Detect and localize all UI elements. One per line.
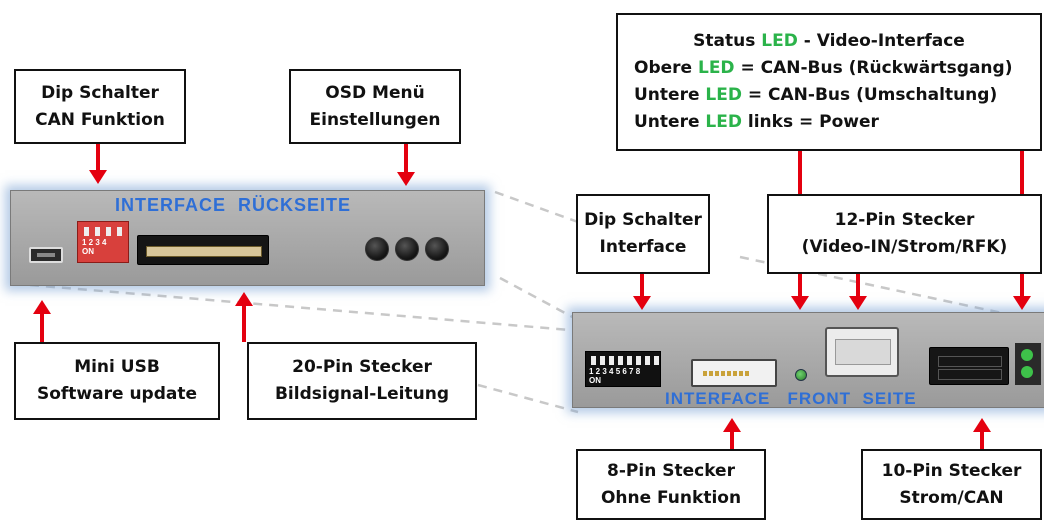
back-dip-switch-label: 1 2 3 4 ON: [82, 238, 107, 256]
connector-line-bottom-left: [29, 283, 571, 332]
mini-usb-callout: Mini USB Software update: [14, 342, 220, 420]
front-dip-switch: 1 2 3 4 5 6 7 8 ON: [585, 351, 661, 387]
arrow-status-led-edge: [1013, 274, 1031, 310]
front-edge-led-upper: [1021, 349, 1033, 361]
dip-can-callout: Dip Schalter CAN Funktion: [14, 69, 186, 144]
dip-interface-line-2: Interface: [599, 237, 687, 257]
status-led-line-1-post: - Video-Interface: [797, 31, 965, 51]
status-led-callout: Status LED - Video-Interface Obere LED =…: [616, 13, 1042, 151]
status-led-line-1-led: LED: [761, 31, 798, 51]
status-led-line-1-pre: Status: [693, 31, 762, 51]
status-led-line-4-post: links = Power: [741, 112, 879, 132]
mini-usb-line-1: Mini USB: [74, 357, 160, 377]
connector-line-mid: [499, 276, 579, 322]
front-edge-led-block: [1015, 343, 1041, 385]
pin8-line-2: Ohne Funktion: [600, 487, 742, 508]
arrow-mini-usb: [33, 300, 51, 342]
status-led-line-3: Untere LED = CAN-Bus (Umschaltung): [634, 82, 997, 109]
dip-interface-line-1: Dip Schalter: [584, 210, 702, 230]
connector-line-top-left: [494, 190, 579, 224]
pin8-line-1: 8-Pin Stecker: [607, 460, 735, 481]
pin20-line-2: Bildsignal-Leitung: [274, 384, 450, 404]
pin10-line-1: 10-Pin Stecker: [881, 460, 1022, 481]
pin12-line-2: (Video-IN/Strom/RFK): [801, 237, 1008, 257]
status-led-line-4: Untere LED links = Power: [634, 109, 879, 136]
interface-back-panel: INTERFACE RÜCKSEITE 1 2 3 4 ON: [10, 190, 485, 286]
pin10-callout: 10-Pin Stecker Strom/CAN: [861, 449, 1042, 520]
status-led-line-1: Status LED - Video-Interface: [634, 28, 1040, 55]
dip-can-line-1: Dip Schalter: [41, 82, 159, 103]
status-led-line-2-led: LED: [697, 58, 735, 78]
arrow-pin20: [235, 292, 253, 342]
back-dip-switch: 1 2 3 4 ON: [77, 221, 129, 263]
status-led-line-2: Obere LED = CAN-Bus (Rückwärtsgang): [634, 55, 1012, 82]
status-led-line-3-led: LED: [705, 85, 742, 105]
pin12-connector: [825, 327, 899, 377]
status-led-line-3-pre: Untere: [634, 85, 706, 105]
pin12-callout: 12-Pin Stecker (Video-IN/Strom/RFK): [767, 194, 1042, 274]
pin20-line-1: 20-Pin Stecker: [292, 357, 432, 377]
pin20-connector: [137, 235, 269, 265]
dip-interface-callout: Dip Schalter Interface: [576, 194, 710, 274]
arrow-dip-can: [89, 144, 107, 184]
pin10-line-2: Strom/CAN: [899, 487, 1004, 508]
arrow-osd: [397, 144, 415, 186]
mini-usb-line-2: Software update: [36, 384, 198, 404]
dip-can-line-2: CAN Funktion: [35, 109, 165, 130]
status-led-line-2-pre: Obere: [634, 58, 698, 78]
interface-front-panel: INTERFACE FRONT SEITE 1 2 3 4 5 6 7 8 ON: [572, 312, 1044, 408]
status-led-line-4-led: LED: [705, 112, 742, 132]
arrow-pin8: [723, 418, 741, 449]
arrow-status-led-2: [1013, 151, 1031, 194]
status-led-line-4-pre: Untere: [634, 112, 706, 132]
arrow-pin10: [973, 418, 991, 449]
front-dip-switch-label: 1 2 3 4 5 6 7 8 ON: [589, 367, 641, 385]
pin20-callout: 20-Pin Stecker Bildsignal-Leitung: [247, 342, 477, 420]
mini-usb-port: [29, 247, 63, 263]
front-status-led: [795, 369, 807, 381]
front-panel-label: INTERFACE FRONT SEITE: [665, 389, 917, 408]
back-panel-label: INTERFACE RÜCKSEITE: [115, 195, 352, 215]
pin10-connector: [929, 347, 1009, 385]
arrow-status-led-front: [791, 274, 809, 310]
arrow-status-led-1: [791, 151, 809, 194]
status-led-line-3-post: = CAN-Bus (Umschaltung): [741, 85, 998, 105]
status-led-line-2-post: = CAN-Bus (Rückwärtsgang): [734, 58, 1013, 78]
front-edge-led-lower: [1021, 366, 1033, 378]
arrow-pin12: [849, 274, 867, 310]
arrow-dip-interface: [633, 274, 651, 310]
osd-button-3[interactable]: [425, 237, 449, 261]
pin12-line-1: 12-Pin Stecker: [834, 210, 975, 230]
connector-line-bottom: [477, 383, 579, 414]
pin8-callout: 8-Pin Stecker Ohne Funktion: [576, 449, 766, 520]
osd-menu-line-1: OSD Menü: [325, 82, 425, 103]
osd-menu-callout: OSD Menü Einstellungen: [289, 69, 461, 144]
osd-button-2[interactable]: [395, 237, 419, 261]
osd-menu-line-2: Einstellungen: [309, 109, 441, 130]
pin8-connector: [691, 359, 777, 387]
osd-button-1[interactable]: [365, 237, 389, 261]
